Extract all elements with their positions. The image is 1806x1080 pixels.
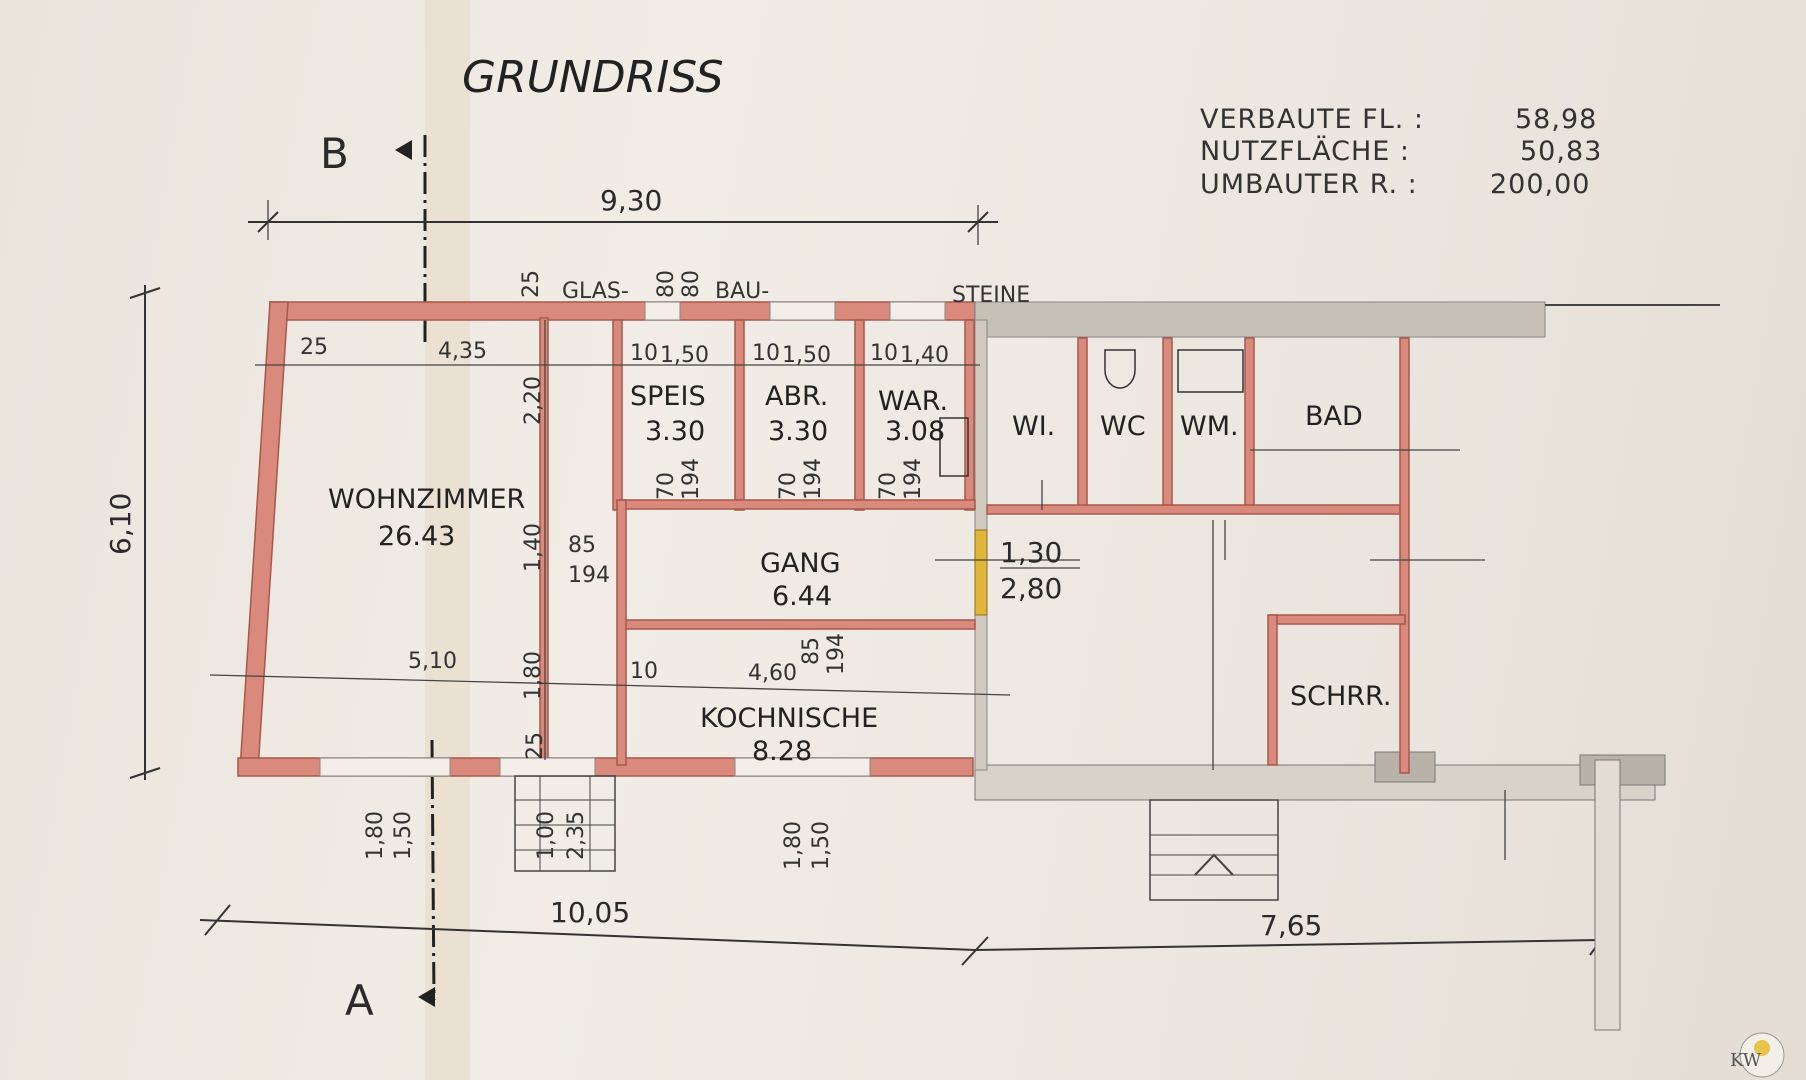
svg-text:10: 10: [630, 659, 658, 684]
svg-text:194: 194: [568, 563, 610, 588]
svg-text:10: 10: [630, 341, 658, 366]
dimension-bottom: 10,05 7,65: [199, 896, 1613, 966]
plan-title: GRUNDRISS: [462, 52, 724, 103]
svg-text:2,35: 2,35: [564, 811, 589, 860]
svg-text:10,05: 10,05: [550, 896, 630, 929]
svg-text:80: 80: [654, 270, 679, 298]
svg-text:85: 85: [568, 533, 596, 558]
svg-text:1,40: 1,40: [900, 343, 949, 368]
svg-text:4,35: 4,35: [438, 339, 487, 364]
svg-text:1,50: 1,50: [660, 343, 709, 368]
room-gang-name: GANG: [760, 548, 841, 579]
svg-text:25: 25: [519, 270, 544, 298]
room-abr-name: ABR.: [765, 381, 828, 412]
svg-text:85: 85: [799, 637, 824, 665]
svg-text:5,10: 5,10: [408, 649, 457, 674]
room-gang-area: 6.44: [772, 581, 832, 612]
svg-text:STEINE: STEINE: [952, 283, 1030, 308]
section-label-a: A: [345, 976, 374, 1025]
svg-text:4,60: 4,60: [748, 661, 797, 686]
area-stats: VERBAUTE FL. : 58,98 NUTZFLÄCHE : 50,83 …: [1200, 104, 1602, 200]
svg-text:70: 70: [876, 472, 901, 500]
water-heater-icon: [939, 417, 969, 477]
svg-text:1,50: 1,50: [782, 343, 831, 368]
svg-text:1,30: 1,30: [1000, 536, 1062, 569]
section-line-a: [430, 739, 436, 1001]
toilet-icon: [1104, 349, 1136, 389]
section-marker-a: A: [345, 976, 435, 1025]
stat-value-verbaute: 58,98: [1515, 104, 1597, 135]
svg-text:194: 194: [901, 458, 926, 500]
svg-text:9,30: 9,30: [600, 184, 662, 217]
svg-text:1,50: 1,50: [809, 821, 834, 870]
svg-text:7,65: 7,65: [1260, 909, 1322, 942]
room-speis-area: 3.30: [645, 416, 705, 447]
room-wm-name: WM.: [1180, 411, 1239, 442]
svg-text:GLAS-: GLAS-: [562, 279, 629, 304]
glass-block-windows: [644, 301, 946, 321]
right-section-walls: [974, 301, 1720, 1031]
room-war-area: 3.08: [885, 416, 945, 447]
section-marker-b: B: [320, 129, 412, 178]
lightbulb-icon: [1754, 1040, 1770, 1056]
svg-text:194: 194: [679, 458, 704, 500]
svg-text:2,80: 2,80: [1000, 572, 1062, 605]
bottom-windows: [319, 757, 871, 777]
svg-text:80: 80: [679, 270, 704, 298]
room-bad-name: BAD: [1305, 401, 1363, 432]
svg-text:BAU-: BAU-: [715, 279, 769, 304]
sanitary-fixtures: [939, 349, 1244, 477]
svg-text:70: 70: [776, 472, 801, 500]
svg-text:70: 70: [654, 472, 679, 500]
interior-walls: [612, 319, 1410, 774]
entrance-stairs-right: [1149, 799, 1279, 901]
logo-text: KW: [1730, 1050, 1762, 1071]
room-wohnzimmer-area: 26.43: [378, 521, 455, 552]
svg-text:1,80: 1,80: [363, 811, 388, 860]
svg-text:1,00: 1,00: [534, 811, 559, 860]
svg-text:194: 194: [824, 633, 849, 675]
dimension-labels: 25 4,35 25 25 80 80 10 1,50 10 1,50 10 1…: [300, 270, 1062, 870]
svg-text:25: 25: [300, 335, 328, 360]
company-logo: KW: [1730, 1032, 1785, 1078]
svg-text:194: 194: [801, 458, 826, 500]
svg-text:10: 10: [752, 341, 780, 366]
stat-value-nutzflaeche: 50,83: [1520, 136, 1602, 167]
stat-label-umbauter: UMBAUTER R. :: [1200, 169, 1418, 200]
svg-text:1,50: 1,50: [391, 811, 416, 860]
svg-text:1,80: 1,80: [521, 651, 546, 700]
room-wohnzimmer-name: WOHNZIMMER: [328, 484, 525, 515]
wall-note-glass-blocks: GLAS- BAU- STEINE: [562, 279, 1030, 308]
section-label-b: B: [320, 129, 349, 178]
room-kochnische-name: KOCHNISCHE: [700, 703, 878, 734]
section-arrow-b-icon: [395, 140, 412, 160]
room-speis-name: SPEIS: [630, 381, 706, 412]
dimension-left-height: 6,10: [104, 285, 161, 780]
room-wi-name: WI.: [1012, 411, 1055, 442]
stat-value-umbauter: 200,00: [1490, 169, 1590, 200]
svg-text:1,40: 1,40: [521, 523, 546, 572]
svg-text:25: 25: [523, 732, 548, 760]
washing-machine-icon: [1177, 349, 1244, 393]
stat-label-nutzflaeche: NUTZFLÄCHE :: [1200, 135, 1410, 167]
room-schrr-name: SCHRR.: [1290, 681, 1391, 712]
room-wc-name: WC: [1100, 411, 1146, 442]
room-abr-area: 3.30: [768, 416, 828, 447]
stat-label-verbaute: VERBAUTE FL. :: [1200, 104, 1424, 135]
svg-text:2,20: 2,20: [521, 376, 546, 425]
section-arrow-a-icon: [418, 987, 435, 1007]
svg-text:6,10: 6,10: [104, 493, 137, 555]
interior-dimension-lines: [209, 320, 1506, 860]
svg-text:1,80: 1,80: [781, 821, 806, 870]
room-labels: WOHNZIMMER 26.43 SPEIS 3.30 ABR. 3.30 WA…: [328, 381, 1391, 767]
room-war-name: WAR.: [878, 386, 948, 417]
entrance-stairs-left: [514, 775, 616, 872]
room-kochnische-area: 8.28: [752, 736, 812, 767]
svg-text:10: 10: [870, 341, 898, 366]
dimension-top-width: 9,30: [248, 184, 998, 245]
